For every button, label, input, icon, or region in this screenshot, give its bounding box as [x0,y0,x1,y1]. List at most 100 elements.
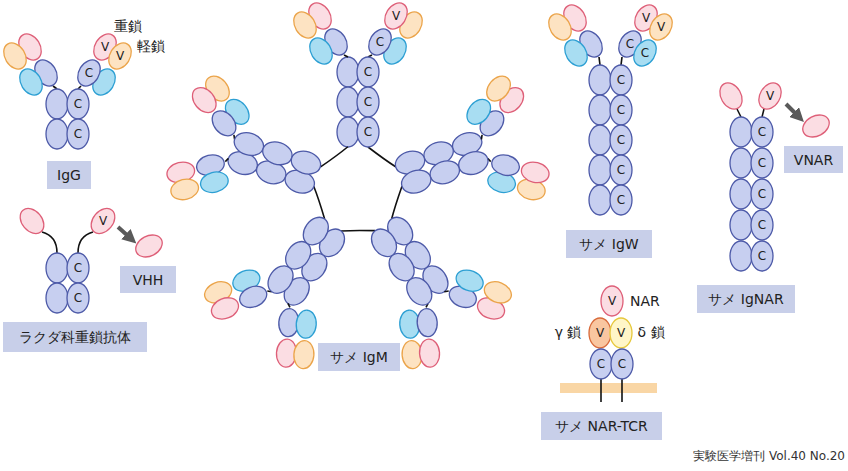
domain-letter: C [85,67,93,79]
domain-letter: C [597,358,605,370]
domain-outline [86,204,119,238]
constant-domain [46,89,68,119]
domain-outline [610,65,632,95]
transmembrane-line [600,378,602,402]
domain-ellipse: C [604,63,638,97]
constant-domain [589,95,611,125]
domain-outline [67,283,89,313]
box-label: VHH [133,272,164,288]
domain-outline [357,87,379,117]
domain-letter: C [617,194,625,206]
domain-ellipse: C [72,56,106,90]
domain-outline [601,286,623,316]
domain-letter: V [99,215,107,227]
hinge-line [42,232,57,253]
domain-outline [751,241,773,271]
domain-outline [357,117,379,147]
constant-domain [589,65,611,95]
domain-letter: C [364,126,372,138]
domain-letter: C [364,66,372,78]
box-label: IgG [57,167,81,183]
domain-letter: V [766,90,774,102]
domain-outline [589,318,611,348]
domain-ellipse: V [103,39,137,73]
domain-letter: C [617,74,625,86]
ignar-molecule [715,79,833,271]
domain-ellipse: V [753,79,787,113]
domain-ellipse: V [86,204,120,238]
domain-letter: C [758,157,766,169]
domain-letter: C [758,126,766,138]
domain-letter: V [392,10,400,22]
domain-letter: C [758,219,766,231]
constant-domain [589,125,611,155]
igm-subunit [202,193,334,345]
domain-letter: C [617,164,625,176]
domain-outline [67,119,89,149]
domain-letter: C [74,98,82,110]
box-label: VNAR [794,152,833,168]
domain-outline [645,10,677,44]
variable-domain [715,79,746,113]
release-arrow [786,104,796,114]
domain-letter: C [617,134,625,146]
domain-letter: C [74,292,82,304]
constant-domain [730,241,752,271]
domain-letter: C [758,188,766,200]
igm-subunit [176,80,334,178]
box-label: サメ IgW [579,236,638,252]
box-label: サメ IgM [330,349,388,365]
name-box: サメ NAR-TCR [541,412,662,440]
domain-ellipse: C [61,87,95,121]
constant-domain [730,210,752,240]
constant-domain [46,283,68,313]
domain-ellipse: C [604,93,638,127]
domain-letter: V [657,21,665,33]
domain-letter: V [116,50,124,62]
domain-ellipse: C [604,183,638,217]
camelid-antibody [15,204,166,313]
domain-outline [751,179,773,209]
constant-domain [730,179,752,209]
igm-pentamer [155,0,561,385]
domain-letter: C [758,250,766,262]
domain-ellipse: C [745,208,779,242]
domain-ellipse: C [61,281,95,315]
igm-subunit [289,0,427,167]
box-label: サメ IgNAR [708,291,783,307]
domain-ellipse: V [644,10,678,44]
box-label: サメ NAR-TCR [555,418,648,434]
domain-ellipse: C [351,115,385,149]
part-name: γ 鎖 [555,324,582,340]
domain-outline [754,79,785,113]
constant-domain [730,117,752,147]
domain-outline [357,57,379,87]
domain-letter: C [74,262,82,274]
domain-ellipse: C [351,85,385,119]
constant-domain [589,185,611,215]
name-box: サメ IgW [566,230,652,258]
domain-outline [73,56,105,90]
part-name: 重鎖 [114,18,142,34]
constant-domain [46,119,68,149]
igm-subunit [316,168,526,385]
cell-membrane [560,383,657,393]
name-box: VNAR [784,146,843,173]
domain-letter: V [101,41,109,53]
igm-subunit [190,168,400,385]
name-box: ラクダ科重鎖抗体 [3,322,147,352]
domain-ellipse: C [605,347,639,381]
release-arrow [118,227,128,236]
hinge-line [78,232,93,253]
domain-outline [67,89,89,119]
part-name: 軽鎖 [137,38,165,54]
domain-outline [751,148,773,178]
domain-ellipse: C [745,177,779,211]
light-variable-domain [544,10,576,44]
domain-ellipse: V [379,0,413,33]
domain-ellipse: V [595,284,629,318]
domain-ellipse: C [604,123,638,157]
light-constant-domain [15,65,47,99]
constant-domain [46,253,68,283]
